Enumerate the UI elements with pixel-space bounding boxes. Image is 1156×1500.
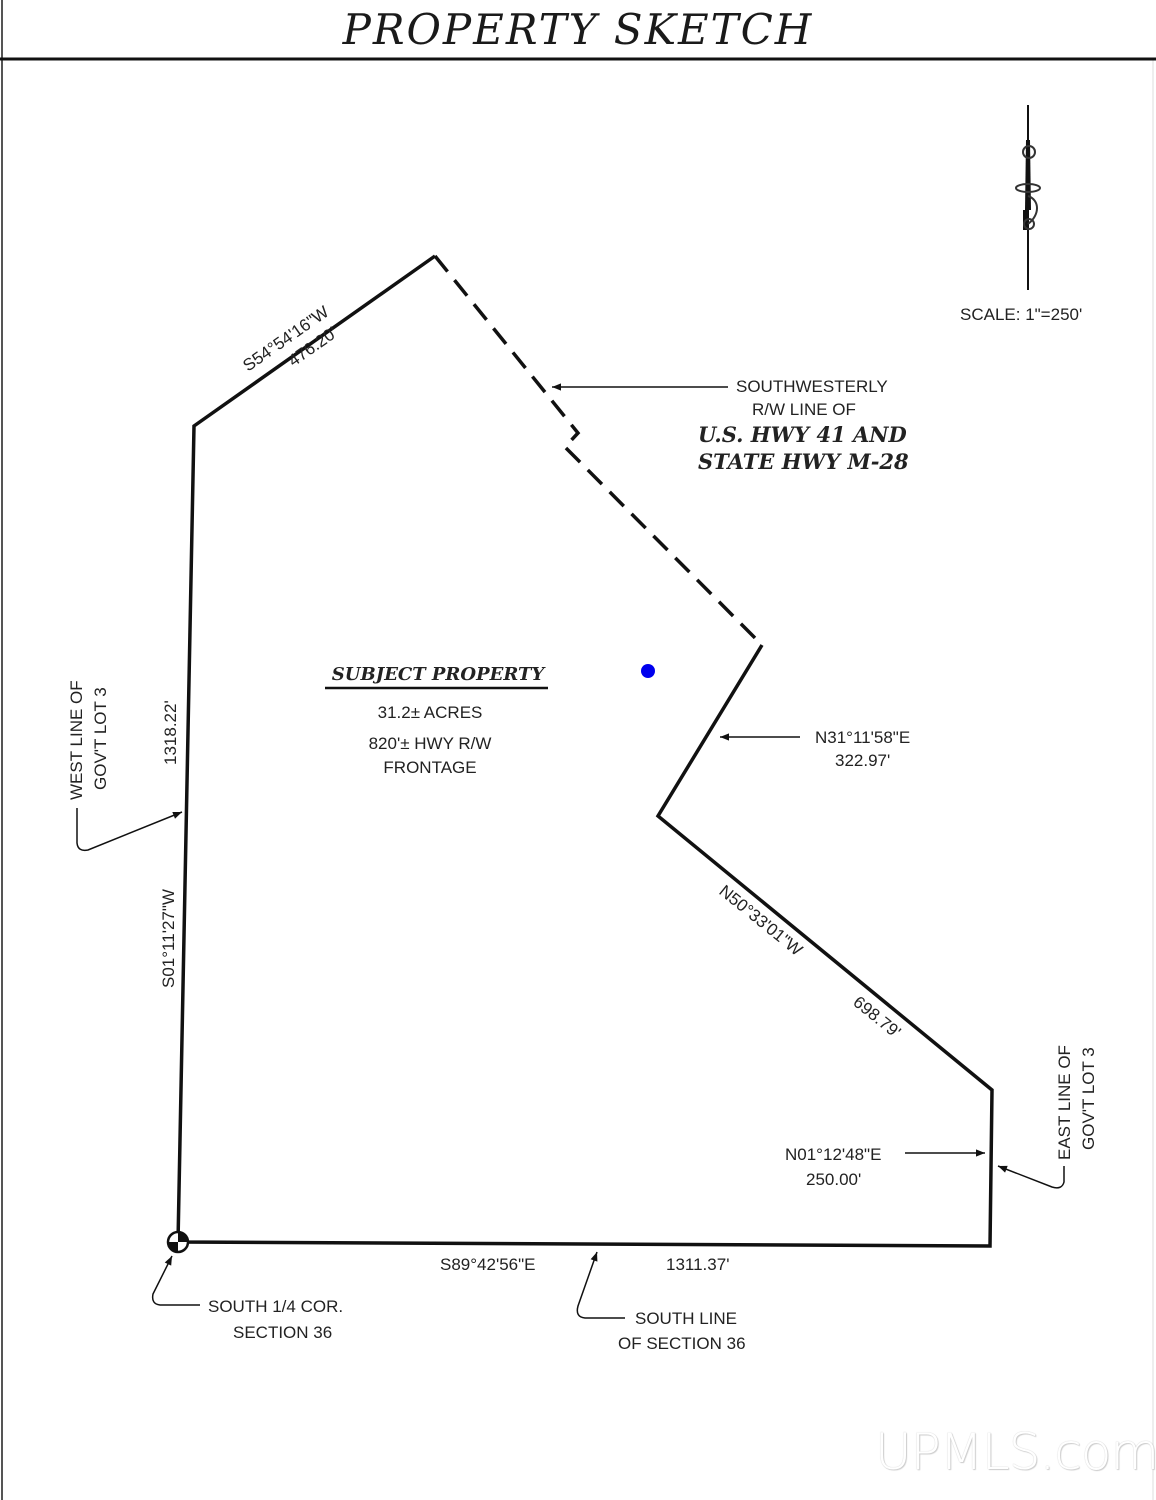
south-corner-callout-2: SECTION 36 (233, 1323, 332, 1342)
west-bearing: S01°11'27"W (159, 889, 178, 988)
location-marker[interactable] (641, 664, 655, 678)
east-notch-bearing: N31°11'58"E (815, 728, 910, 747)
east-line-callout-2: GOV'T LOT 3 (1079, 1047, 1098, 1150)
southeast-bearing: N50°33'01"W (715, 881, 806, 959)
scale-label: SCALE: 1"=250' (960, 305, 1082, 324)
subject-property-heading: SUBJECT PROPERTY (332, 664, 547, 685)
highway-callout-line3: U.S. HWY 41 AND (698, 422, 907, 447)
east-bearing: N01°12'48"E (785, 1145, 881, 1164)
south-corner-callout-1: SOUTH 1/4 COR. (208, 1297, 343, 1316)
east-notch-distance: 322.97' (835, 751, 890, 770)
subject-frontage-line2: FRONTAGE (383, 758, 476, 777)
subject-acres: 31.2± ACRES (378, 703, 483, 722)
southeast-distance: 698.79' (849, 992, 904, 1042)
south-distance: 1311.37' (666, 1255, 729, 1274)
north-arrow-icon (1015, 105, 1041, 290)
west-line-callout-2: GOV'T LOT 3 (91, 687, 110, 790)
east-line-callout-1: EAST LINE OF (1055, 1045, 1074, 1160)
west-line-callout-1: WEST LINE OF (67, 680, 86, 800)
highway-rw-line (433, 254, 764, 647)
highway-callout-line1: SOUTHWESTERLY (736, 377, 888, 396)
subject-frontage-line1: 820'± HWY R/W (369, 734, 492, 753)
highway-callout-line2: R/W LINE OF (752, 400, 856, 419)
east-distance: 250.00' (806, 1170, 861, 1189)
highway-callout-line4: STATE HWY M-28 (698, 449, 909, 474)
south-bearing: S89°42'56"E (440, 1255, 535, 1274)
upmls-watermark: UPMLS.com (875, 1423, 1156, 1481)
south-line-callout-2: OF SECTION 36 (618, 1334, 746, 1353)
property-boundary (176, 254, 994, 1248)
section-corner-monument-icon (166, 1230, 190, 1254)
west-distance: 1318.22' (161, 700, 180, 765)
page-title: PROPERTY SKETCH (342, 5, 814, 54)
south-line-callout-1: SOUTH LINE (635, 1309, 737, 1328)
